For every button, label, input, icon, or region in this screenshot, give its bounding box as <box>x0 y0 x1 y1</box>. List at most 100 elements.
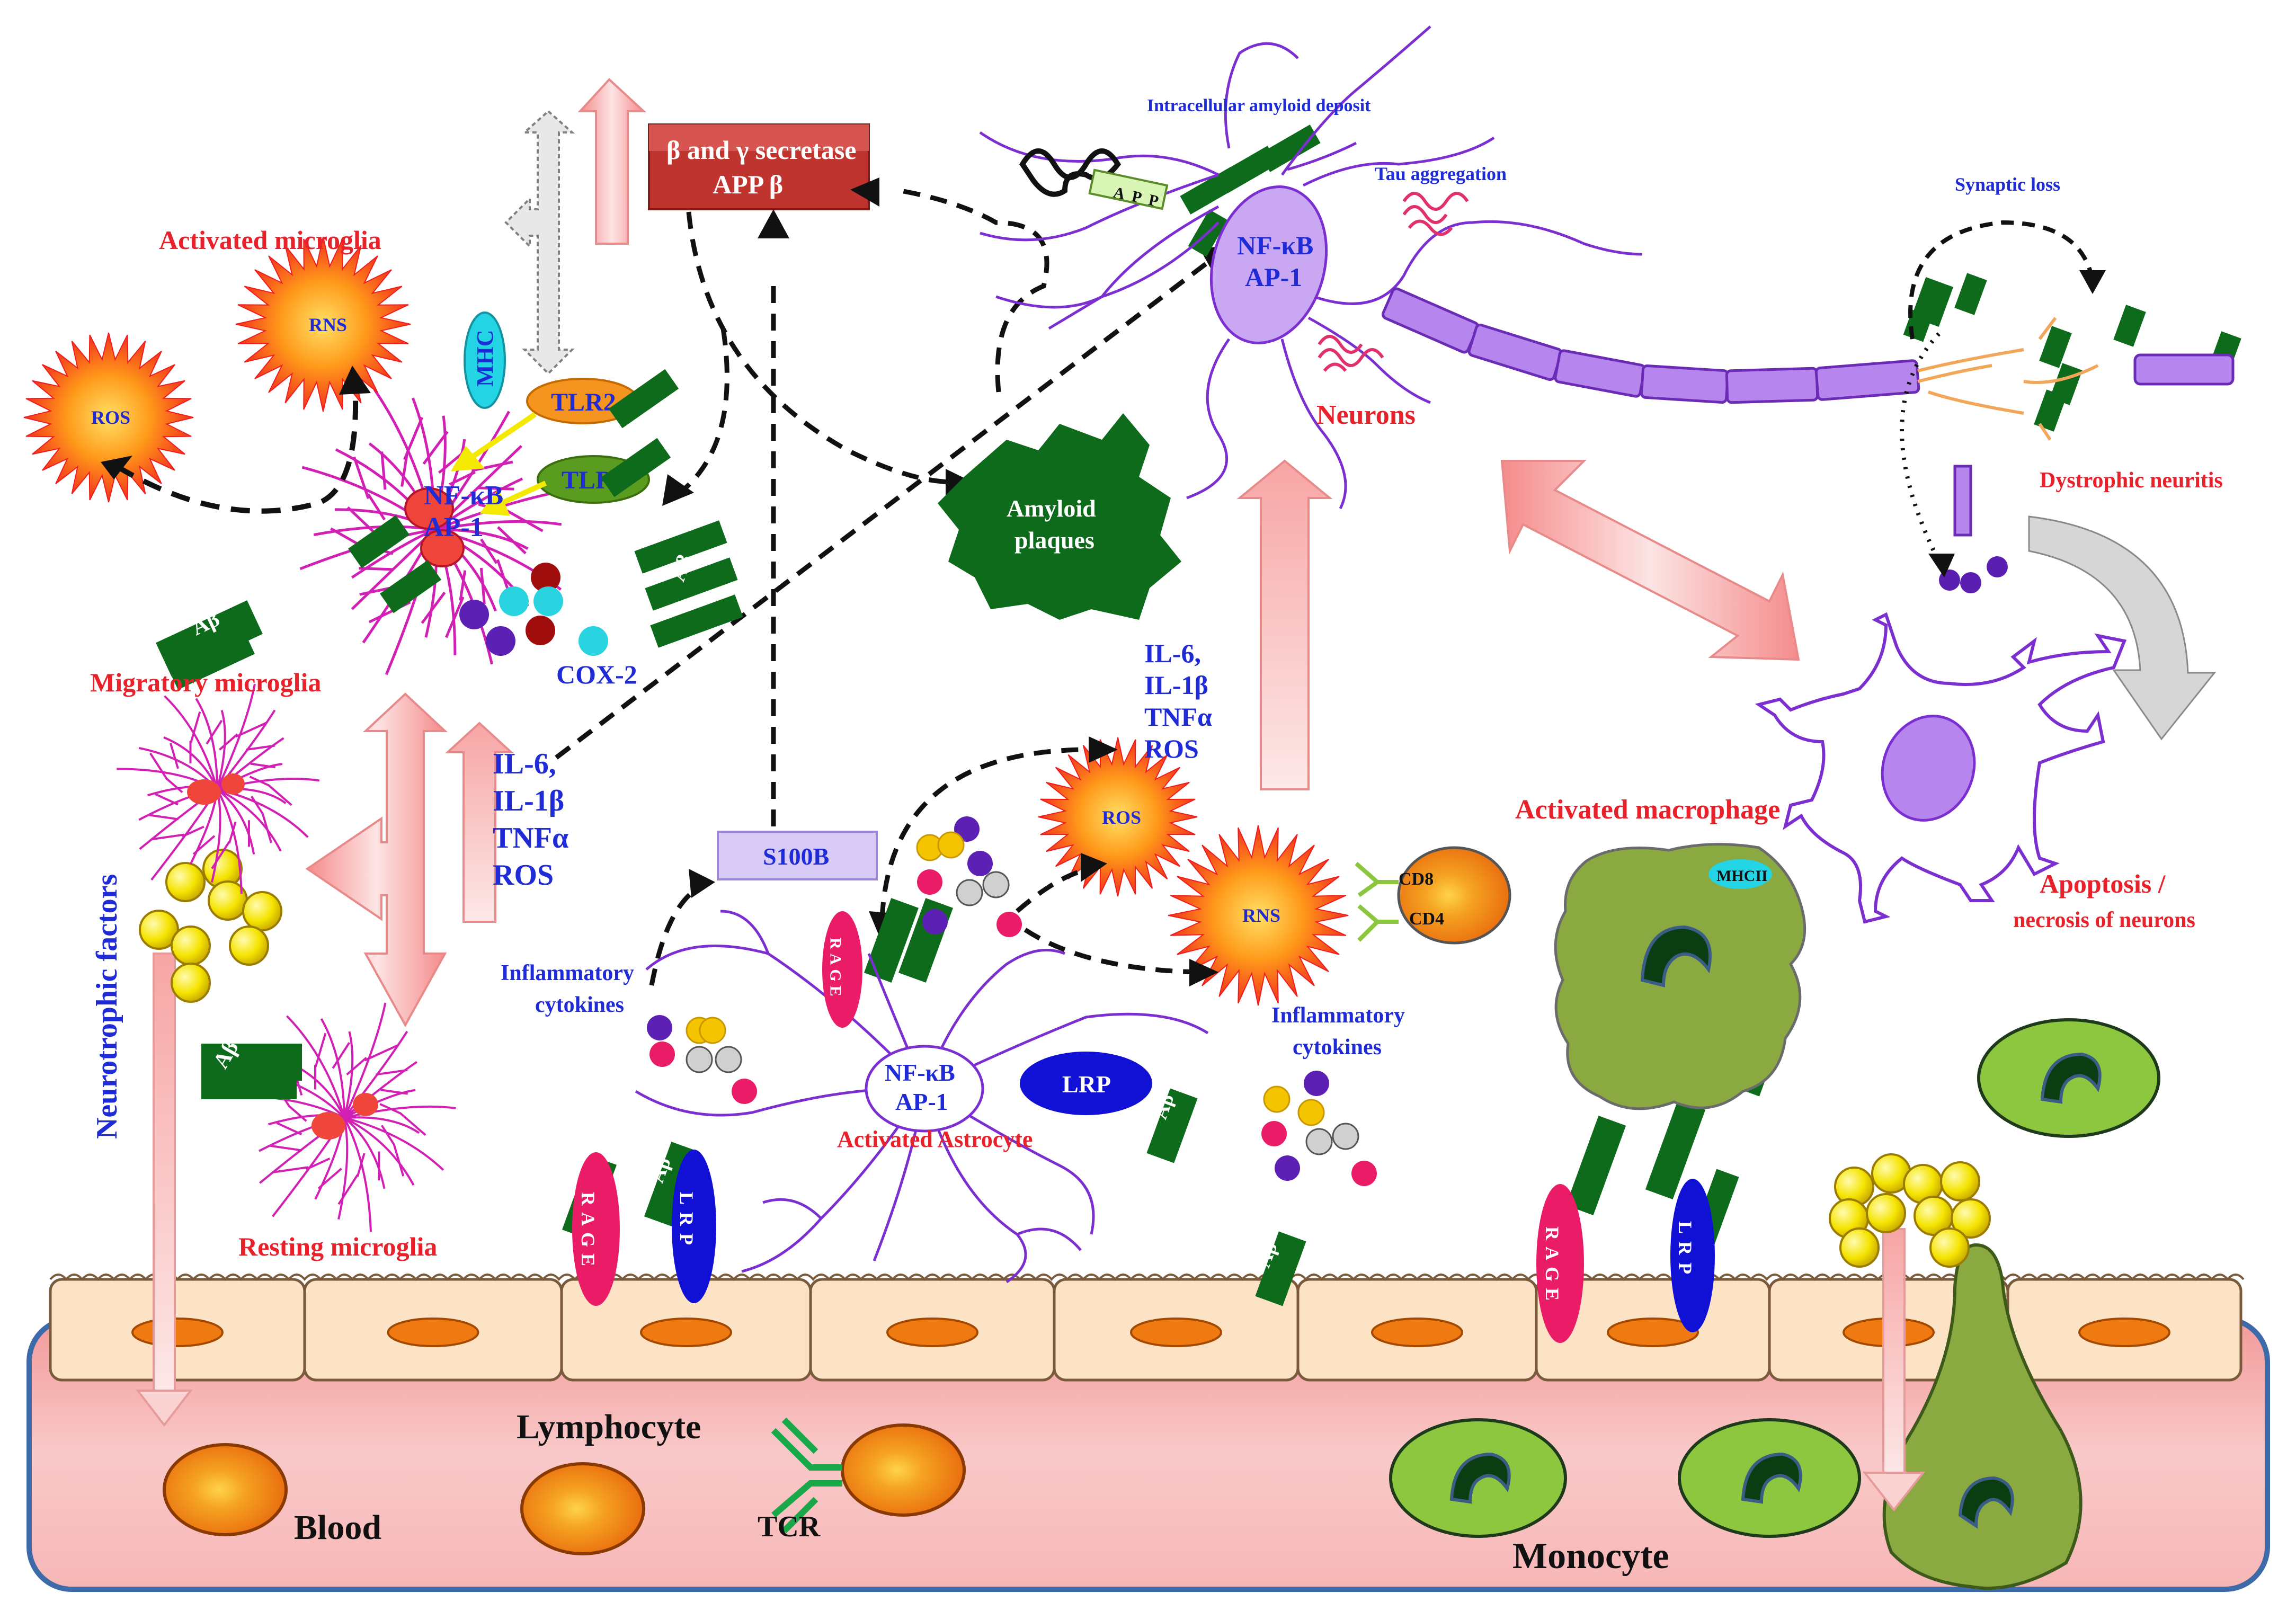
cytokine-list-right: IL-6, IL-1β TNFα ROS <box>1144 638 1212 763</box>
svg-text:TNFα: TNFα <box>493 822 568 855</box>
lrp-receptor-astrocyte: LRP <box>1020 1052 1152 1115</box>
neuron-dendrite <box>1224 42 1299 149</box>
astrocyte-nucleus <box>865 1045 984 1133</box>
microglia-nuclei <box>187 487 465 1140</box>
svg-text:LRP: LRP <box>676 1192 697 1252</box>
svg-text:RAGE: RAGE <box>1542 1226 1563 1307</box>
synaptic-loss-label: Synaptic loss <box>1955 174 2060 195</box>
neurotrophic-factor <box>171 963 211 1003</box>
synaptic-loss-arrow <box>1908 220 2095 340</box>
migratory-microglia-title: Migratory microglia <box>90 668 321 697</box>
amyloid-plaques <box>938 413 1181 620</box>
abeta-fibril <box>1565 1116 1626 1215</box>
starburst-shape <box>1038 737 1198 897</box>
neurotrophic-factor <box>171 925 211 966</box>
svg-text:IL-6,: IL-6, <box>1144 638 1201 668</box>
rage-receptor-vessel-left: RAGE <box>572 1152 620 1306</box>
s100b-box: S100B <box>717 831 878 880</box>
starburst-shape <box>1168 825 1349 1006</box>
ros-left-label: ROS <box>91 407 130 428</box>
ros-star-mid <box>1038 737 1198 897</box>
neuron-ap1-label: AP-1 <box>1245 262 1302 292</box>
transmigrating-monocyte <box>1882 1243 2083 1590</box>
astrocyte-ap1-label: AP-1 <box>895 1088 948 1115</box>
abeta-fibril <box>634 520 727 574</box>
neuron-dendrite <box>1302 136 1495 187</box>
astrocyte-process <box>762 1198 822 1220</box>
abeta-fibril <box>600 438 671 497</box>
tcr-receptor-icon <box>771 1417 842 1534</box>
activated-microglia-title: Activated microglia <box>159 225 381 255</box>
endothelial-nucleus <box>387 1318 479 1347</box>
microglia-process <box>216 710 238 790</box>
abeta-fibril <box>2039 326 2072 368</box>
svg-text:IL-1β: IL-1β <box>493 785 564 817</box>
inflammatory-cytokines-right-1: Inflammatory <box>1271 1003 1405 1028</box>
rage-receptor-vessel-right: RAGE <box>1536 1184 1584 1343</box>
inflammatory-cytokines-left-1: Inflammatory <box>501 961 634 985</box>
neuron-dendrite <box>980 173 1219 242</box>
blood-label: Blood <box>294 1508 381 1547</box>
axon-myelin <box>1382 287 1920 404</box>
neuron-dendrite <box>1287 141 1357 171</box>
abeta-fibril <box>864 898 919 983</box>
inflammatory-cytokines-right-2: cytokines <box>1293 1035 1382 1060</box>
pink-microglia-arrow <box>305 692 448 1028</box>
neurotrophic-factor <box>242 891 282 931</box>
abeta-fibril <box>201 1075 249 1099</box>
inflammatory-cytokines-left-2: cytokines <box>535 993 624 1017</box>
axon-terminal-right <box>1939 353 2235 593</box>
ros-star-left <box>23 332 194 503</box>
lrp-receptor-vessel-left: LRP <box>672 1150 716 1303</box>
lymphocyte-cell <box>163 1423 966 1555</box>
ros-mid-label: ROS <box>1102 807 1141 828</box>
svg-text:CD4: CD4 <box>1409 909 1444 929</box>
monocyte-entry-arrow <box>1862 1228 1926 1512</box>
svg-text:LRP: LRP <box>1062 1071 1111 1098</box>
abeta-fibril <box>249 1075 297 1099</box>
amyloid-plaques-label-2: plaques <box>1014 527 1094 554</box>
neurons-title: Neurons <box>1316 400 1416 430</box>
neurotrophic-arrow <box>135 953 193 1427</box>
apoptosis-title-1: Apoptosis / <box>2040 869 2166 898</box>
intracellular-deposit-label: Intracellular amyloid deposit <box>1147 96 1371 115</box>
yellow-factor-cluster-left <box>139 849 282 1003</box>
svg-text:S100B: S100B <box>763 843 829 870</box>
neuron-nfkb-label: NF-κB <box>1237 230 1313 260</box>
endothelial-nucleus <box>1607 1318 1699 1347</box>
neuron-cell <box>979 25 1643 510</box>
apoptotic-neuron <box>1755 612 2127 924</box>
microglia-process <box>164 695 218 790</box>
neurotrophic-factor <box>165 862 206 902</box>
lrp-receptor-vessel-right: LRP <box>1670 1179 1715 1332</box>
myelin-segment <box>1554 349 1646 398</box>
neurotrophic-factor <box>229 925 269 966</box>
microglia-process <box>163 736 218 790</box>
cox2-label: COX-2 <box>556 660 637 689</box>
microglia-process <box>286 1015 345 1118</box>
astrocyte-process <box>923 1088 1027 1284</box>
migratory-microglia-cell <box>117 683 320 894</box>
endothelial-layer <box>49 1274 2245 1382</box>
rns-right-label: RNS <box>1242 905 1280 926</box>
rage-receptor-astrocyte: RAGE <box>822 911 862 1028</box>
synapse-terminal <box>1917 317 2099 441</box>
microglia-process <box>320 1018 351 1118</box>
endothelial-nucleus <box>1130 1318 1222 1347</box>
rns-star-right <box>1168 825 1349 1006</box>
cytokine-cluster-astrocyte <box>916 816 1022 937</box>
grey-curved-arrow <box>2028 515 2217 741</box>
neuron-dendrite <box>1280 25 1431 176</box>
abeta-fibril <box>1645 1100 1706 1199</box>
rns-top-label: RNS <box>309 314 347 335</box>
astrocyte-process <box>1017 1227 1082 1251</box>
endothelial-nucleus <box>131 1318 224 1347</box>
myelin-segment <box>1725 367 1819 404</box>
svg-text:TLR2: TLR2 <box>551 388 616 416</box>
abeta-fibril <box>2113 305 2146 347</box>
pink-up-arrow-top <box>577 78 647 245</box>
activated-astrocyte-title: Activated Astrocyte <box>837 1126 1033 1152</box>
apoptosis-title-2: necrosis of neurons <box>2013 908 2195 932</box>
neuron-dendrite <box>1280 339 1347 510</box>
microglia-process <box>216 788 255 855</box>
